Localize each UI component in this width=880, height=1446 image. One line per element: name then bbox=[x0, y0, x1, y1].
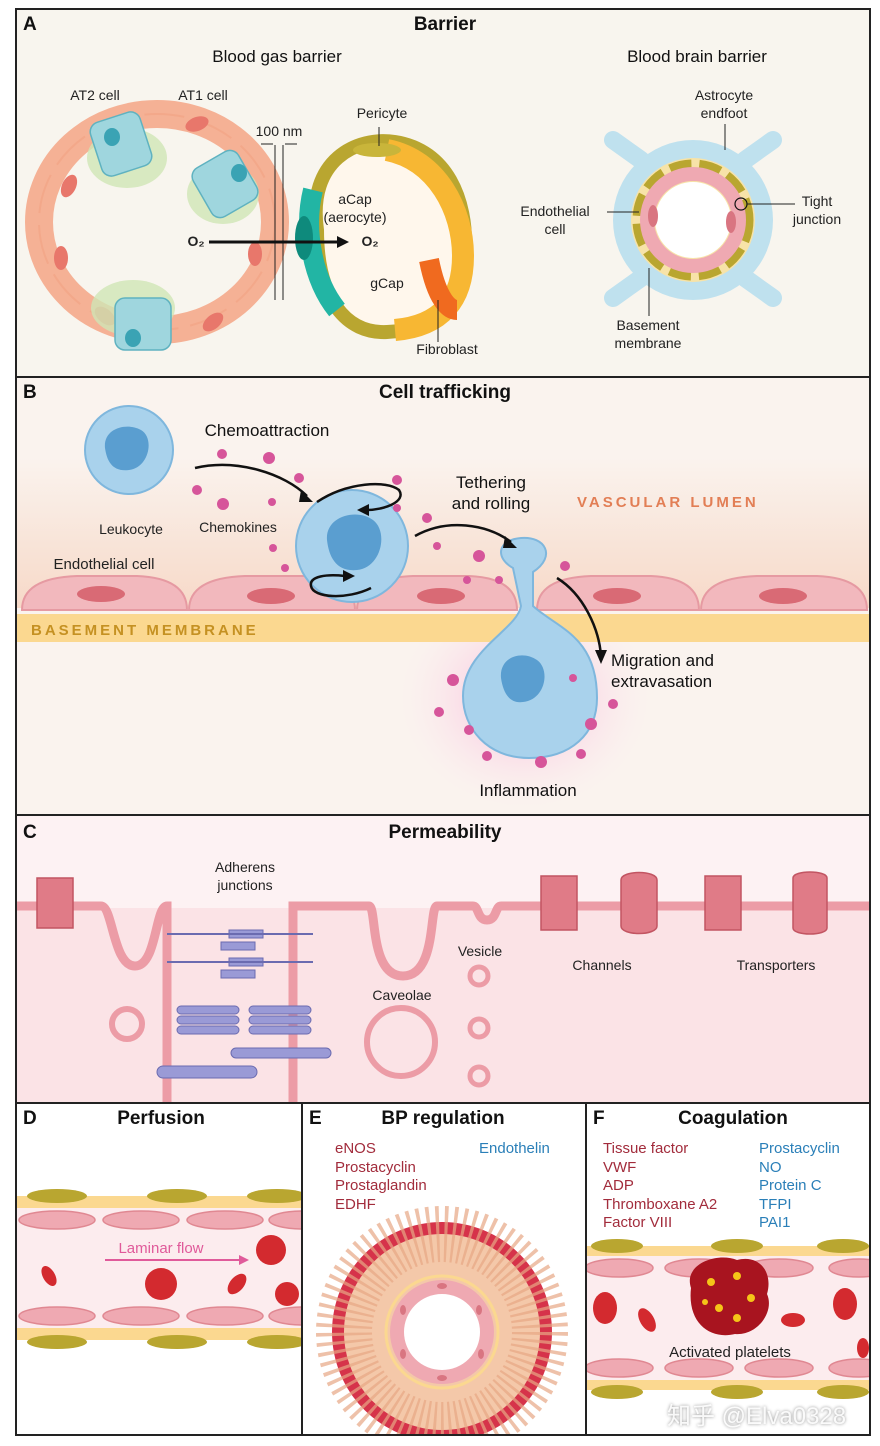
migration-label: Migration and extravasation bbox=[611, 651, 715, 691]
chemokines bbox=[192, 449, 618, 768]
nm-label: 100 nm bbox=[255, 123, 303, 139]
endothelial-label: Endothelial cell bbox=[520, 203, 590, 237]
fibroblast-label: Fibroblast bbox=[416, 341, 478, 357]
tethering-label: Tethering and rolling bbox=[451, 473, 531, 513]
list-item: Endothelin bbox=[479, 1140, 550, 1157]
gcap-label: gCap bbox=[370, 275, 404, 291]
panel-bp-regulation: E BP regulation eNOS Prostacyclin Prosta… bbox=[301, 1102, 587, 1436]
pericyte-label: Pericyte bbox=[356, 105, 408, 121]
leukocytes bbox=[84, 405, 599, 760]
adherens-label: Adherens junctions bbox=[215, 859, 275, 893]
list-item: Thromboxane A2 bbox=[603, 1195, 718, 1213]
adherens-junctions bbox=[156, 929, 332, 1079]
panel-c-letter: C bbox=[23, 822, 37, 843]
coagulation-illustration bbox=[587, 1239, 869, 1399]
panel-perfusion: D Perfusion Laminar flow bbox=[15, 1102, 303, 1436]
o2-right-label: O₂ bbox=[361, 233, 379, 249]
panel-f-title: Coagulation bbox=[678, 1108, 788, 1129]
basement-label: Basement membrane bbox=[614, 317, 682, 351]
procoagulant-list: Tissue factor VWF ADP Thromboxane A2 Fac… bbox=[603, 1140, 717, 1233]
list-item: ADP bbox=[603, 1177, 634, 1194]
vesicle-label: Vesicle bbox=[457, 943, 503, 959]
red-blood-cells bbox=[593, 1288, 869, 1358]
chemoattraction-label: Chemoattraction bbox=[204, 421, 330, 440]
acap-label: aCap (aerocyte) bbox=[323, 191, 387, 225]
list-item: EDHF bbox=[335, 1195, 376, 1213]
leukocyte-label: Leukocyte bbox=[99, 521, 163, 537]
vascular-lumen-label: VASCULAR LUMEN bbox=[577, 494, 759, 511]
channels bbox=[36, 871, 828, 935]
list-item: NO bbox=[759, 1158, 782, 1176]
at2-label: AT2 cell bbox=[70, 87, 120, 103]
bbb-title: Blood brain barrier bbox=[627, 47, 767, 66]
list-item: Prostacyclin bbox=[335, 1158, 416, 1176]
astrocyte-label: Astrocyte endfoot bbox=[694, 87, 754, 121]
panel-e-letter: E bbox=[309, 1108, 322, 1129]
capillary bbox=[295, 134, 475, 341]
laminar-flow-label: Laminar flow bbox=[118, 1240, 204, 1257]
vasoconstrictor-list: Endothelin bbox=[479, 1140, 550, 1159]
panel-coagulation: F Coagulation Tissue factor VWF ADP Thro… bbox=[585, 1102, 871, 1436]
trafficking-illustration bbox=[17, 405, 869, 808]
list-item: Prostaglandin bbox=[335, 1177, 427, 1194]
list-item: Prostacyclin bbox=[759, 1140, 840, 1157]
list-item: TFPI bbox=[759, 1195, 792, 1213]
list-item: VWF bbox=[603, 1158, 637, 1176]
endothelial-cell-label: Endothelial cell bbox=[53, 556, 155, 573]
list-item: Protein C bbox=[759, 1177, 822, 1194]
red-blood-cells bbox=[41, 1235, 299, 1306]
panel-f-letter: F bbox=[593, 1108, 605, 1129]
list-item: eNOS bbox=[335, 1140, 376, 1157]
caveolae-label: Caveolae bbox=[372, 987, 432, 1003]
panel-d-letter: D bbox=[23, 1108, 37, 1129]
watermark: 知乎 @Elva0328 bbox=[667, 1403, 847, 1430]
anticoagulant-list: Prostacyclin NO Protein C TFPI PAI1 bbox=[759, 1140, 840, 1233]
vessel-cross-section bbox=[316, 1206, 568, 1434]
panel-barrier: A Barrier Blood gas barrier Blood brain … bbox=[15, 8, 871, 378]
panel-a-title: Barrier bbox=[413, 14, 477, 35]
transporters-label: Transporters bbox=[736, 957, 816, 973]
vasodilator-list: eNOS Prostacyclin Prostaglandin EDHF bbox=[335, 1140, 427, 1214]
platelet-clot bbox=[689, 1257, 769, 1336]
list-item: Factor VIII bbox=[603, 1214, 673, 1231]
list-item: Tissue factor bbox=[603, 1140, 689, 1157]
list-item: PAI1 bbox=[759, 1214, 791, 1231]
o2-left-label: O₂ bbox=[187, 233, 205, 249]
tight-junction-label: Tight junction bbox=[792, 193, 842, 227]
panel-cell-trafficking: B Cell trafficking Chemoattraction Leuko… bbox=[15, 376, 871, 816]
endothelial-cells bbox=[17, 575, 869, 642]
panel-a-letter: A bbox=[23, 14, 37, 35]
panel-e-title: BP regulation bbox=[381, 1108, 505, 1129]
panel-b-letter: B bbox=[23, 382, 37, 403]
bgb-title: Blood gas barrier bbox=[212, 47, 342, 66]
inflammation-label: Inflammation bbox=[479, 781, 577, 800]
activated-platelets-label: Activated platelets bbox=[669, 1344, 791, 1361]
chemokines-label: Chemokines bbox=[199, 519, 277, 535]
panel-permeability: C Permeability Adherens junctions Vesicl… bbox=[15, 814, 871, 1104]
panel-c-title: Permeability bbox=[388, 822, 502, 843]
panel-d-title: Perfusion bbox=[117, 1108, 205, 1129]
permeability-illustration bbox=[17, 871, 869, 1102]
at1-label: AT1 cell bbox=[178, 87, 228, 103]
basement-membrane-label: BASEMENT MEMBRANE bbox=[31, 622, 259, 639]
bbb-vessel bbox=[604, 124, 795, 316]
panel-b-title: Cell trafficking bbox=[379, 382, 511, 403]
channels-label: Channels bbox=[572, 957, 632, 973]
barrier-illustration bbox=[25, 100, 795, 351]
perfusion-illustration bbox=[17, 1189, 301, 1349]
at2-cell bbox=[89, 111, 259, 351]
